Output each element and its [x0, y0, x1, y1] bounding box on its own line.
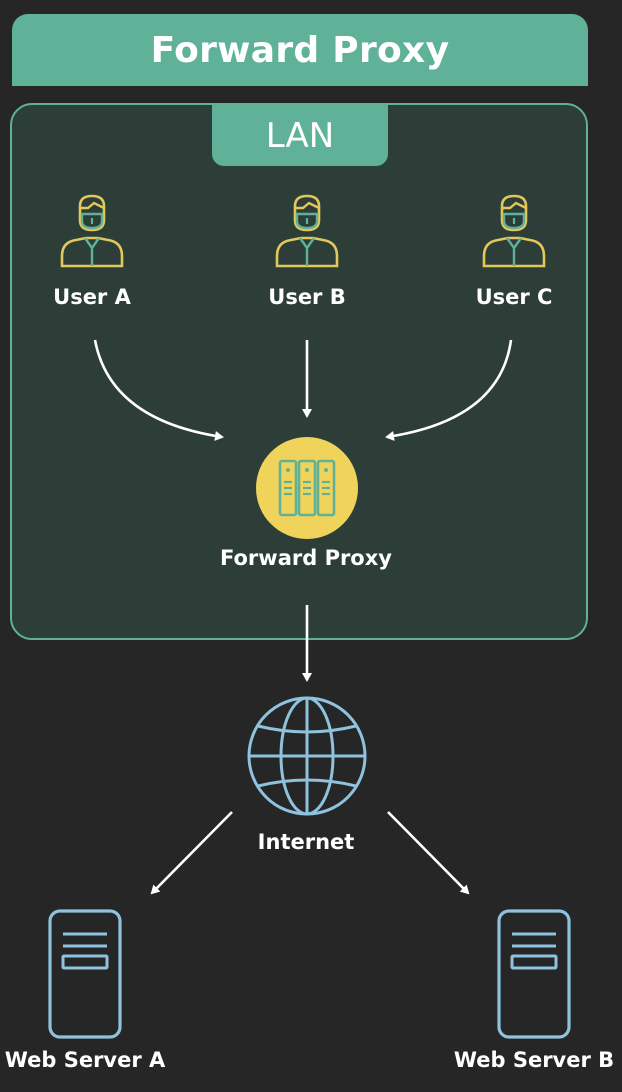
user-icon [482, 194, 546, 268]
lan-label: LAN [265, 115, 335, 156]
arrow-user-c-to-proxy [385, 339, 513, 441]
globe-icon [247, 696, 367, 816]
user-a-label: User A [53, 285, 131, 309]
server-icon [497, 909, 571, 1039]
user-b-label: User B [268, 285, 346, 309]
server-rack-icon [256, 437, 358, 539]
arrow-user-a-to-proxy [93, 339, 224, 441]
title-banner: Forward Proxy [12, 14, 588, 86]
forward-proxy-label: Forward Proxy [220, 546, 392, 570]
web-server-b-label: Web Server B [453, 1048, 615, 1072]
diagram-title: Forward Proxy [150, 29, 450, 71]
arrow-internet-to-server-b [387, 811, 470, 895]
user-icon [60, 194, 124, 268]
lan-tab: LAN [212, 105, 388, 166]
user-icon [275, 194, 339, 268]
user-c-label: User C [475, 285, 553, 309]
arrow-internet-to-server-a [150, 811, 233, 895]
server-icon [48, 909, 122, 1039]
web-server-a-label: Web Server A [4, 1048, 166, 1072]
internet-label: Internet [257, 830, 355, 854]
